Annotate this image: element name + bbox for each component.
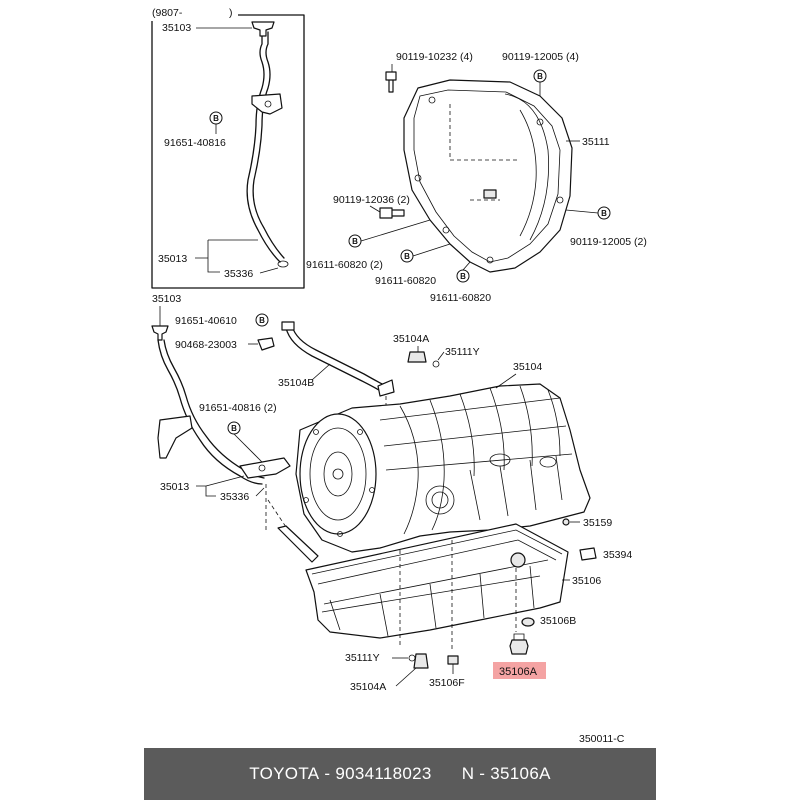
b-badge-bell-top: B: [533, 69, 547, 83]
plug-35104a-top: [407, 351, 427, 363]
drain-plug-35106a: [509, 639, 529, 655]
svg-text:B: B: [231, 424, 237, 433]
label-35336-inset: 35336: [224, 268, 253, 280]
clip-90468: [257, 337, 275, 351]
footer-ref-prefix: N -: [461, 764, 491, 783]
label-35111: 35111: [582, 136, 610, 148]
label-35103-inset: 35103: [162, 22, 191, 34]
label-91651-40816-2: 91651-40816 (2): [199, 402, 277, 414]
label-35013-inset: 35013: [158, 253, 187, 265]
label-91651-40816-inset: 91651-40816: [164, 137, 226, 149]
label-90119-12036: 90119-12036 (2): [333, 194, 410, 206]
inset-dipstick-handle: [251, 21, 275, 37]
svg-text:B: B: [460, 272, 466, 281]
b-badge-bell-left: B: [348, 234, 362, 248]
label-35106a: 35106A: [499, 666, 538, 678]
b-badge-91651-40610: B: [255, 313, 269, 327]
label-90119-12005-right: 90119-12005 (2): [570, 236, 647, 248]
parts-diagram: (9807- ) 35103 B 91651-40816 35013 35336: [150, 7, 647, 745]
b-badge-bell-bottom: B: [456, 269, 470, 283]
gasket-35111y-top: [432, 360, 440, 368]
b-badge-bell-bottom-left: B: [400, 249, 414, 263]
part-info-footer: TOYOTA - 9034118023 N - 35106A: [144, 748, 656, 800]
inset-dipstick-tube: [246, 31, 285, 263]
bell-housing: [403, 79, 573, 273]
transmission-case: 35104 35104A 35111Y: [295, 333, 591, 553]
b-badge-inset-bolt: B: [209, 111, 223, 125]
label-35111y-bottom: 35111Y: [345, 652, 380, 664]
label-35104: 35104: [513, 361, 542, 373]
label-90119-12005-top: 90119-12005 (4): [502, 51, 579, 63]
bell-housing-assembly: 90119-10232 (4) 90119-12005 (4) B 35111 …: [306, 51, 647, 304]
b-badge-91651-40816-2: B: [227, 421, 241, 435]
label-90119-10232: 90119-10232 (4): [396, 51, 473, 63]
label-35336-main: 35336: [220, 491, 249, 503]
dipstick-bracket: [157, 415, 193, 459]
label-91611-60820-a: 91611-60820 (2): [306, 259, 383, 271]
highlight-35106a: [493, 662, 546, 679]
label-91611-60820-c: 91611-60820: [430, 292, 491, 304]
bell-nut: [483, 189, 497, 199]
inset-date-close: ): [229, 7, 233, 19]
transmission-front-face: [299, 413, 377, 535]
label-35394: 35394: [603, 549, 632, 561]
footer-separator: -: [319, 764, 336, 783]
svg-text:B: B: [404, 252, 410, 261]
plate-35394: [579, 547, 597, 561]
svg-text:B: B: [259, 316, 265, 325]
inset-bracket: [251, 93, 283, 115]
label-35106b: 35106B: [540, 615, 576, 627]
label-35106: 35106: [572, 575, 601, 587]
dipstick-lower: [277, 525, 319, 563]
oil-pan: [305, 523, 569, 639]
label-35104a-bottom: 35104A: [350, 681, 386, 693]
inset-box: (9807- ) 35103 B 91651-40816 35013 35336: [150, 7, 305, 289]
hose-35104b: 35104B: [278, 321, 395, 410]
footer-ref-part: 35106A: [490, 764, 551, 783]
bell-bolt-left: [379, 207, 405, 219]
label-35106f: 35106F: [429, 677, 465, 689]
label-35104a-top: 35104A: [393, 333, 429, 345]
plug-35159: [562, 518, 570, 526]
label-90468-23003: 90468-23003: [175, 339, 237, 351]
label-35104b: 35104B: [278, 377, 314, 389]
oil-pan-assembly: 35159 35394 35106 35106B 35106A 35111Y 3…: [305, 517, 632, 693]
label-35103-main: 35103: [152, 293, 181, 305]
gasket-35106b: [521, 617, 535, 627]
label-35159: 35159: [583, 517, 612, 529]
svg-text:B: B: [352, 237, 358, 246]
gasket-35111y-bottom: [408, 654, 416, 662]
b-badge-bell-right: B: [597, 206, 611, 220]
svg-text:B: B: [601, 209, 607, 218]
footer-part-number: 9034118023: [335, 764, 432, 783]
svg-text:B: B: [537, 72, 543, 81]
dipstick-assembly: 35103 91651-40610 B 90468-23003 91651-40…: [151, 293, 319, 563]
plug-35104a-bottom: [413, 653, 429, 669]
label-91651-40610: 91651-40610: [175, 315, 237, 327]
label-35013-main: 35013: [160, 481, 189, 493]
bell-bolt-top: [385, 71, 397, 93]
label-35111y-top: 35111Y: [445, 346, 480, 358]
label-91611-60820-b: 91611-60820: [375, 275, 436, 287]
inset-date-label: (9807-: [152, 7, 183, 19]
dipstick-handle: [151, 325, 169, 341]
transmission-body: [295, 383, 591, 553]
bolt-35106f: [447, 655, 459, 665]
figure-code: 350011-C: [579, 733, 625, 745]
footer-brand: TOYOTA: [249, 764, 320, 783]
inset-o-ring: [277, 260, 289, 268]
svg-text:B: B: [213, 114, 219, 123]
